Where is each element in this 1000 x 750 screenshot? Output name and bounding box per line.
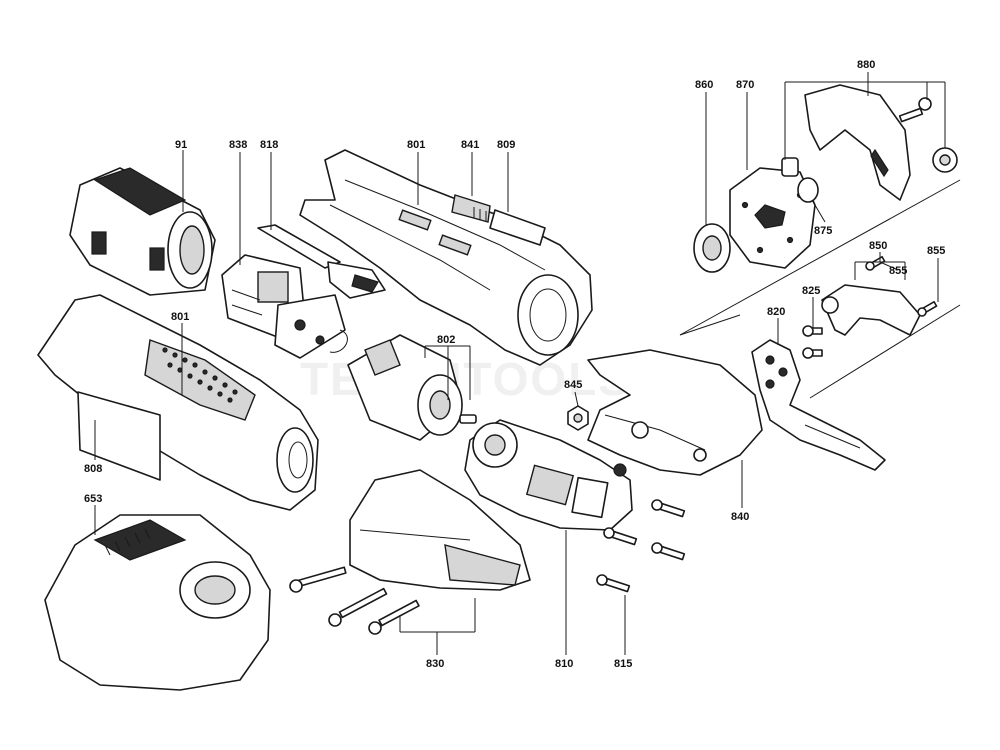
leader-lines: [94, 72, 961, 655]
gearhead-part: [464, 419, 633, 531]
callout-840: 840: [731, 511, 749, 523]
switch-slider-part: [257, 224, 386, 299]
callout-875: 875: [814, 225, 832, 237]
housing-upper-part: [299, 149, 593, 366]
callout-825: 825: [802, 285, 820, 297]
callout-818: 818: [260, 139, 278, 151]
callout-820: 820: [767, 306, 785, 318]
callout-labels: 91 838 818 801 841 809 860 870 880 875 8…: [84, 59, 945, 670]
depth-guide-850-part: [821, 255, 938, 336]
knob-880: [932, 147, 958, 173]
screw-815-a: [651, 499, 686, 518]
blade-guard-880-part: [781, 84, 958, 201]
screws-815-part: [596, 499, 686, 593]
callout-841: 841: [461, 139, 479, 151]
callout-880: 880: [857, 59, 875, 71]
callout-810: 810: [555, 658, 573, 670]
nut-845-part: [567, 405, 589, 431]
screw-830-a: [289, 566, 347, 593]
charger-part: [44, 514, 271, 691]
screw-815-c: [651, 542, 686, 561]
flange-860-part: [693, 223, 731, 273]
callout-870: 870: [736, 79, 754, 91]
label-808-part: [77, 391, 161, 481]
callout-855-b: 855: [927, 245, 945, 257]
screw-855-b: [917, 300, 938, 317]
screw-830-b: [328, 587, 388, 627]
callout-808: 808: [84, 463, 102, 475]
screw-815-d: [596, 574, 631, 593]
grip-dot-pattern: [162, 347, 238, 403]
callout-653: 653: [84, 493, 102, 505]
callout-845: 845: [564, 379, 582, 391]
callout-855-a: 855: [889, 265, 907, 277]
cutting-guide-820-part: [751, 339, 886, 471]
callout-850: 850: [869, 240, 887, 252]
screw-825-a: [802, 325, 823, 337]
nose-cover-part: [349, 469, 531, 591]
callout-860: 860: [695, 79, 713, 91]
screw-825-b: [802, 347, 823, 359]
screw-815-b: [603, 527, 638, 546]
label-plates-part: [451, 194, 546, 246]
motor-part: [347, 334, 477, 441]
callout-809: 809: [497, 139, 515, 151]
battery-pack-part: [69, 167, 216, 296]
screw-830-c: [368, 599, 420, 635]
screws-825-part: [802, 325, 823, 359]
screw-880: [898, 97, 932, 123]
housing-lower-part: [37, 294, 319, 511]
callout-830: 830: [426, 658, 444, 670]
screws-830-part: [289, 566, 420, 635]
callout-801-top: 801: [407, 139, 425, 151]
washer-875-part: [797, 177, 819, 203]
callout-801-left: 801: [171, 311, 189, 323]
callout-838: 838: [229, 139, 247, 151]
front-cover-part: [587, 349, 763, 476]
callout-815: 815: [614, 658, 632, 670]
callout-802: 802: [437, 334, 455, 346]
screw-855-a: [865, 255, 886, 271]
terminal-board-part: [274, 294, 348, 359]
callout-91: 91: [175, 139, 187, 151]
